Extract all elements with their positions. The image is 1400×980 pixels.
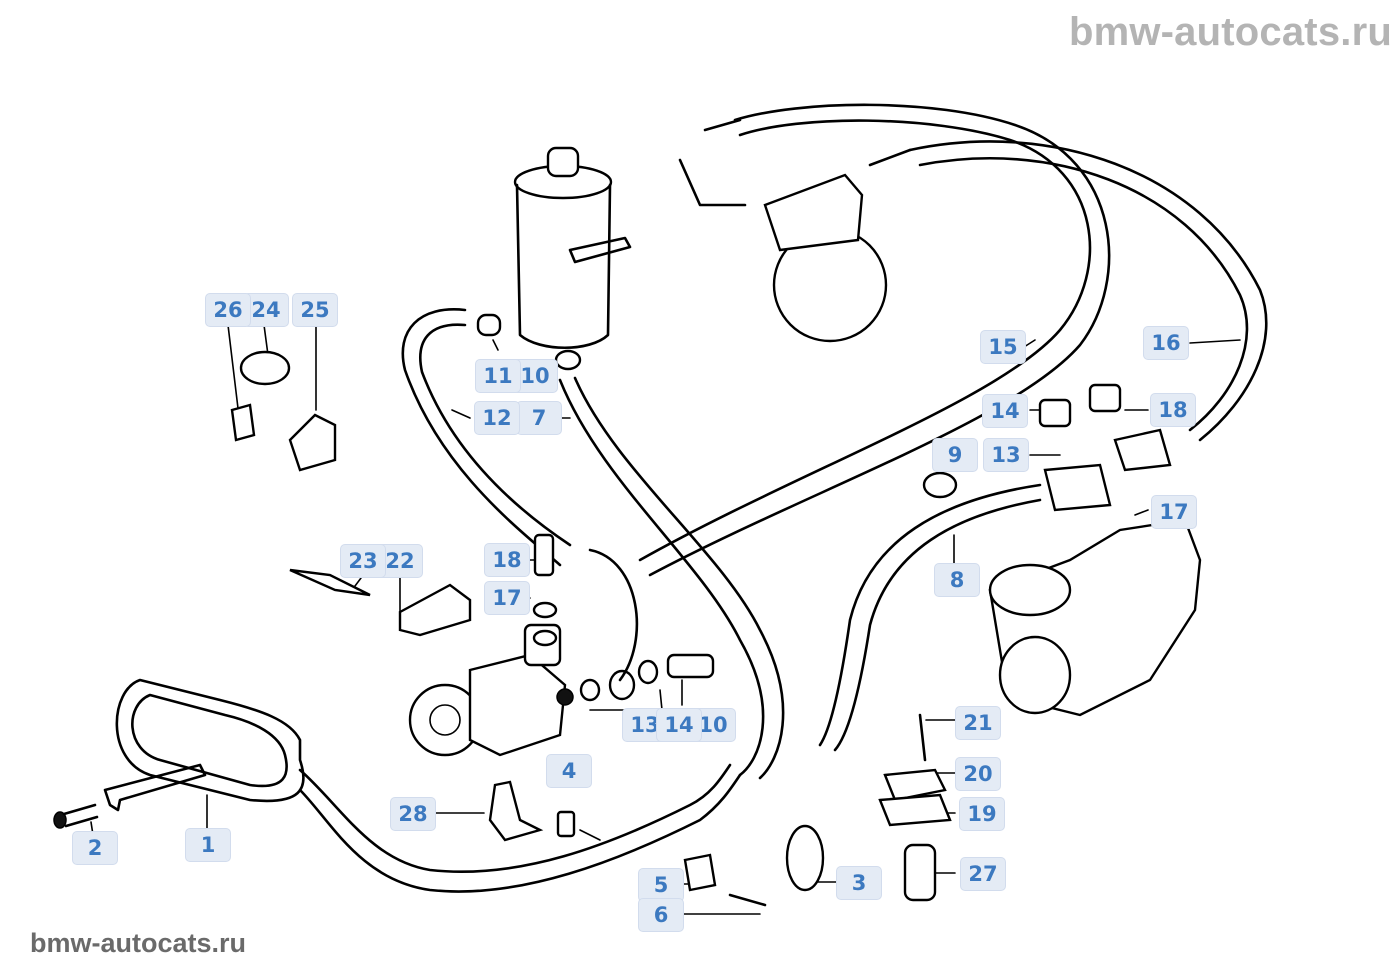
reservoir-drawing [513,146,632,371]
hose-16-drawing [908,140,1268,442]
callout-part-18-steering-box[interactable]: 18 [1150,393,1196,427]
callout-part-25[interactable]: 25 [292,293,338,327]
callout-part-23[interactable]: 23 [340,544,386,578]
callout-part-1[interactable]: 1 [185,828,231,862]
callout-part-9[interactable]: 9 [932,438,978,472]
callout-part-28[interactable]: 28 [390,797,436,831]
callout-part-4[interactable]: 4 [546,754,592,788]
callout-part-17-steering-box[interactable]: 17 [1151,495,1197,529]
callout-part-14-steering-box[interactable]: 14 [982,394,1028,428]
callout-part-19[interactable]: 19 [959,797,1005,831]
callout-part-17-pump[interactable]: 17 [484,581,530,615]
callout-part-12[interactable]: 12 [474,401,520,435]
callout-part-26[interactable]: 26 [205,293,251,327]
hose-8-drawing [818,483,1042,747]
callout-part-15[interactable]: 15 [980,330,1026,364]
callout-part-3[interactable]: 3 [836,866,882,900]
callout-part-7[interactable]: 7 [516,401,562,435]
callout-part-10-reservoir[interactable]: 10 [512,359,558,393]
callout-part-18-pump[interactable]: 18 [484,543,530,577]
hose-12-drawing [401,308,562,567]
callout-part-6[interactable]: 6 [638,898,684,932]
accumulator-drawing [678,118,912,343]
callout-part-5[interactable]: 5 [638,868,684,902]
cooler-bracket [103,763,207,812]
callout-part-2[interactable]: 2 [72,831,118,865]
watermark-bottom: bmw-autocats.ru [30,928,247,958]
watermark-top: bmw-autocats.ru [1068,10,1392,54]
callout-part-27[interactable]: 27 [960,857,1006,891]
callout-part-11[interactable]: 11 [475,359,521,393]
steering-box-drawing [988,518,1202,717]
small-parts-drawing [230,313,1172,907]
callout-part-14-pump[interactable]: 14 [656,708,702,742]
hose-7-drawing [558,378,765,777]
callout-part-20[interactable]: 20 [955,757,1001,791]
oil-cooler-pipe [115,678,742,893]
callout-part-22[interactable]: 22 [377,544,423,578]
callout-part-16[interactable]: 16 [1143,326,1189,360]
callout-part-21[interactable]: 21 [955,706,1001,740]
callout-part-8[interactable]: 8 [934,563,980,597]
callout-part-13-steering-box[interactable]: 13 [983,438,1029,472]
pump-drawing [408,533,715,757]
bolt-2-drawing [53,803,99,836]
hose-15-drawing [638,119,1092,562]
